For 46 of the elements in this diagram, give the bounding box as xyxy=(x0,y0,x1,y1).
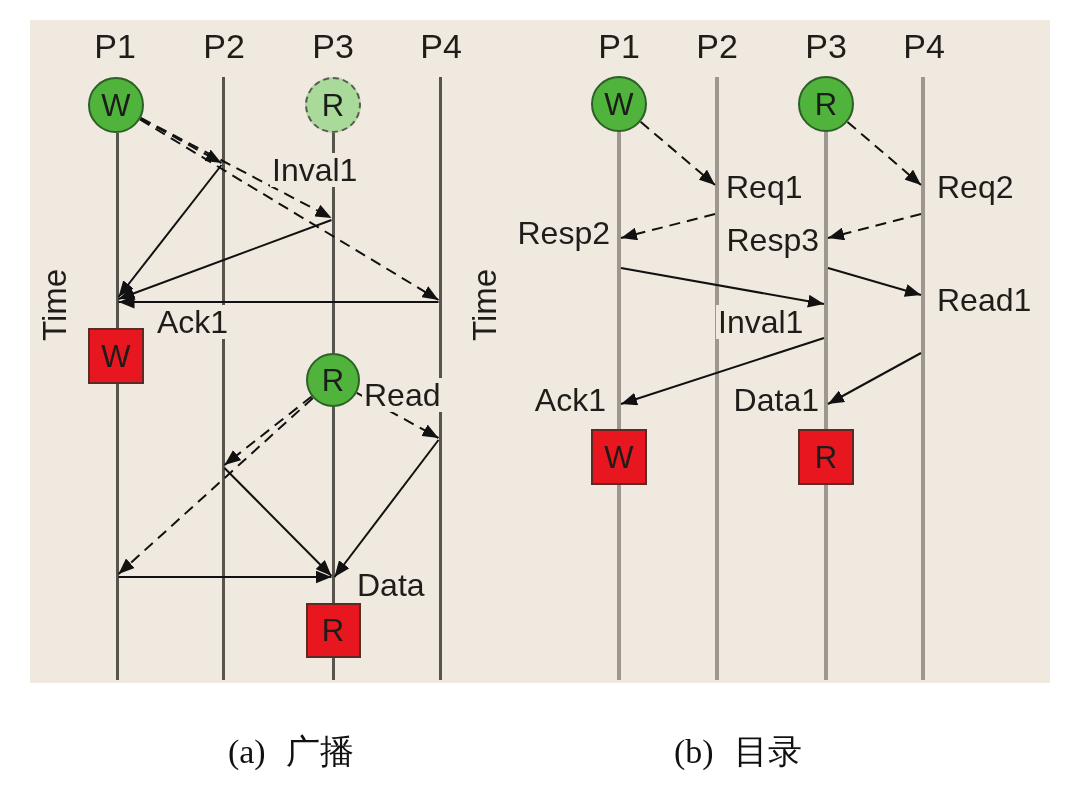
lifeline xyxy=(115,133,119,328)
process-label: P1 xyxy=(94,27,136,65)
process-label: P3 xyxy=(312,27,354,65)
lifeline xyxy=(438,77,442,680)
arrow xyxy=(620,267,825,308)
lifeline xyxy=(115,384,119,680)
process-label: P2 xyxy=(203,27,245,65)
time-label: Time xyxy=(467,268,503,342)
edge-label: Read xyxy=(362,378,443,412)
time-label: Time xyxy=(37,268,73,342)
process-label: P1 xyxy=(598,27,640,65)
lifeline xyxy=(715,77,719,680)
arrow xyxy=(827,267,922,297)
lifeline xyxy=(331,407,335,603)
event-square: W xyxy=(88,328,144,384)
dashed-arrow xyxy=(620,213,716,241)
subfigure-caption: (a) 广播 xyxy=(227,732,355,772)
lifeline xyxy=(617,485,621,680)
subfigure-caption: (b) 目录 xyxy=(673,732,803,772)
dashed-arrow xyxy=(139,116,333,219)
dashed-arrow xyxy=(827,213,922,241)
event-square: R xyxy=(798,429,854,485)
dashed-arrow xyxy=(639,120,716,186)
process-label: P2 xyxy=(696,27,738,65)
lifeline xyxy=(824,132,828,429)
process-label: P4 xyxy=(420,27,462,65)
process-label: P3 xyxy=(805,27,847,65)
arrow xyxy=(117,219,333,300)
dashed-arrow xyxy=(846,120,922,186)
arrow xyxy=(117,295,440,309)
dashed-arrow xyxy=(117,397,314,575)
arrow xyxy=(117,570,333,584)
lifeline xyxy=(617,132,621,429)
lifeline xyxy=(921,77,925,680)
arrow xyxy=(223,467,333,577)
lifeline xyxy=(824,485,828,680)
dashed-arrow xyxy=(223,395,313,466)
event-square: R xyxy=(305,602,361,658)
dashed-arrow xyxy=(139,118,440,301)
arrow xyxy=(620,337,825,406)
arrow xyxy=(333,439,440,578)
arrow xyxy=(827,352,922,405)
process-label: P4 xyxy=(903,27,945,65)
arrow xyxy=(117,164,223,298)
lifeline xyxy=(331,657,335,680)
event-square: W xyxy=(591,429,647,485)
